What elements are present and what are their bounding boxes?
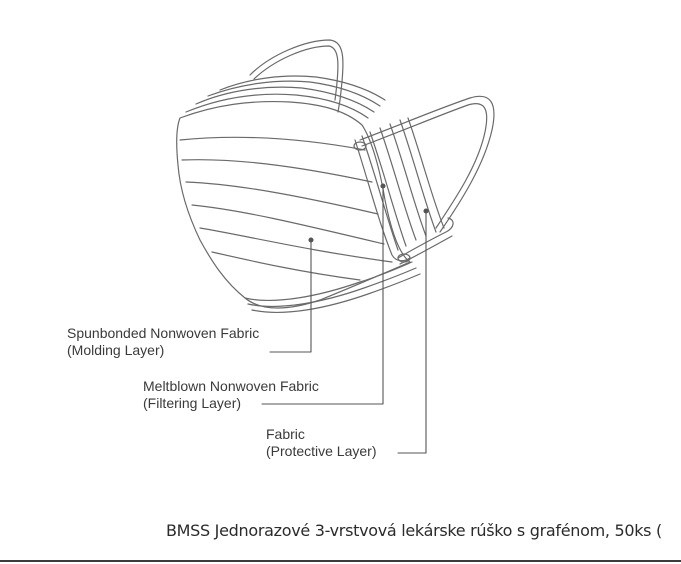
- product-caption: BMSS Jednorazové 3-vrstvová lekárske rúš…: [166, 521, 662, 540]
- inner-layers: [353, 117, 454, 265]
- label-fabric-layer: (Protective Layer): [266, 443, 377, 459]
- mask-body: [176, 75, 421, 313]
- label-meltblown-layer: (Filtering Layer): [143, 395, 242, 411]
- label-spunbonded-layer: (Molding Layer): [67, 342, 165, 358]
- ear-loops: [249, 39, 495, 233]
- label-meltblown: Meltblown Nonwoven Fabric (Filtering Lay…: [143, 378, 319, 412]
- leader-lines: [261, 183, 429, 454]
- leader-line-filtering: [261, 185, 384, 405]
- bottom-divider: [0, 560, 681, 562]
- label-fabric: Fabric (Protective Layer): [266, 426, 376, 460]
- mask-layers-diagram: [176, 39, 495, 454]
- label-meltblown-name: Meltblown Nonwoven Fabric: [143, 378, 319, 394]
- leader-line-protective: [397, 210, 427, 454]
- label-fabric-name: Fabric: [266, 426, 305, 442]
- label-spunbonded: Spunbonded Nonwoven Fabric (Molding Laye…: [67, 325, 259, 359]
- label-spunbonded-name: Spunbonded Nonwoven Fabric: [67, 325, 260, 341]
- leader-line-molding: [269, 239, 312, 353]
